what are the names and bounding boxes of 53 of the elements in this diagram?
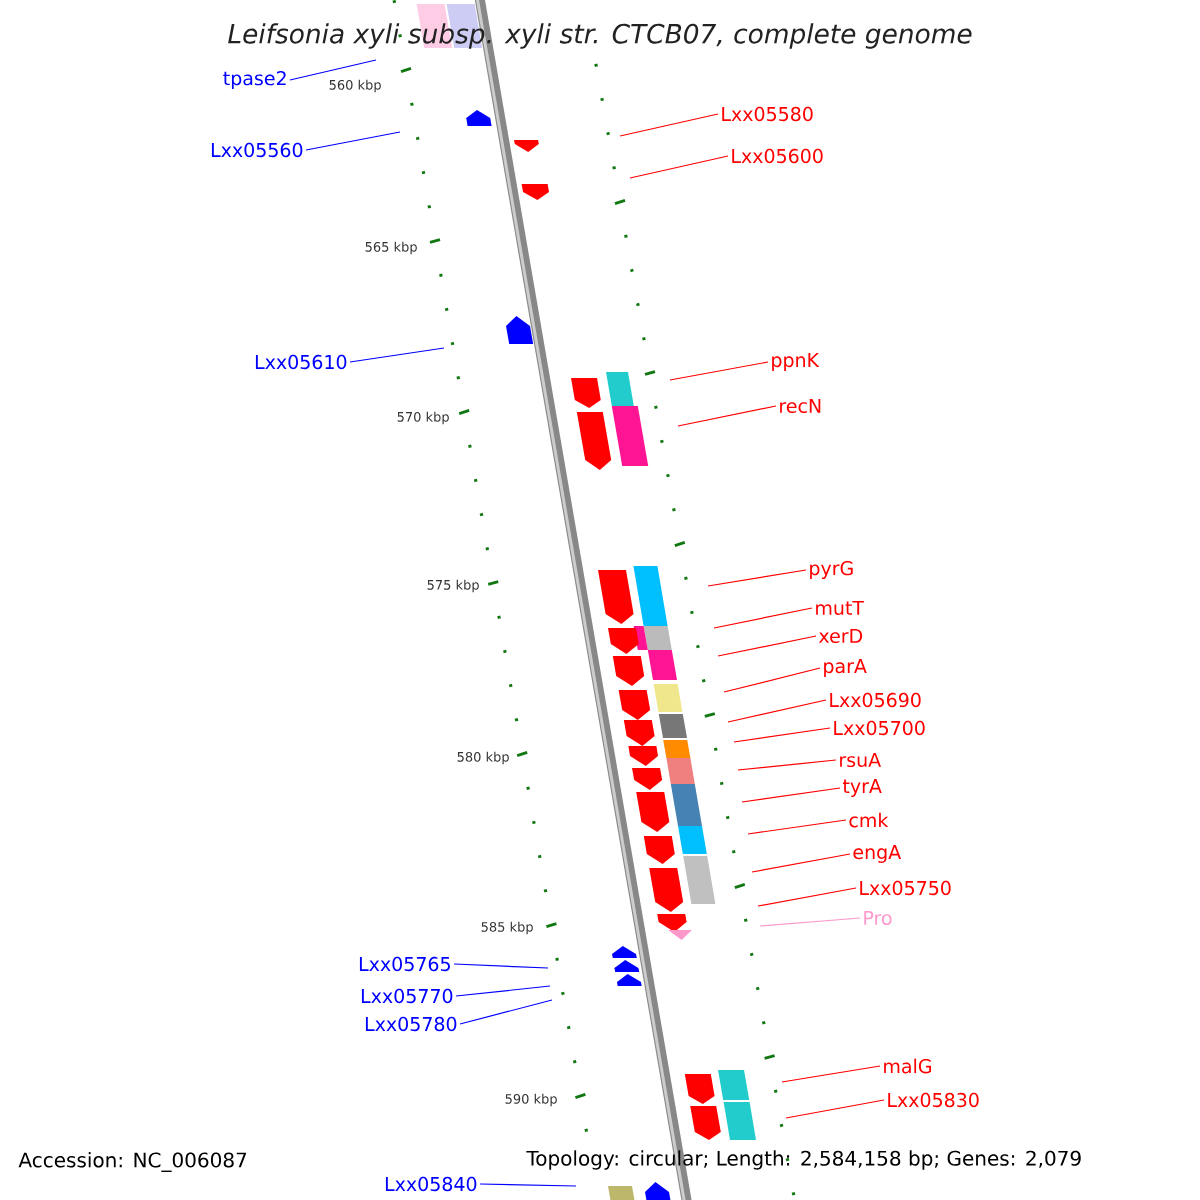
leader-line	[677, 405, 777, 427]
leader-line	[785, 1099, 885, 1119]
leader-line	[455, 985, 551, 997]
gene-label: Lxx05560	[211, 142, 303, 158]
gene-label: mutT	[816, 600, 865, 616]
gene-label: malG	[884, 1058, 931, 1074]
leader-line	[289, 59, 377, 81]
gene-label: recN	[780, 398, 821, 414]
leader-line	[781, 1065, 881, 1083]
gene-label: Lxx05770	[361, 988, 453, 1004]
leader-line	[707, 569, 807, 587]
gene-label: cmk	[849, 812, 889, 828]
gene-label: Lxx05765	[359, 956, 450, 972]
gene-label: Lxx05780	[365, 1016, 457, 1032]
gene-label: rsuA	[840, 752, 881, 768]
leader-line	[459, 999, 553, 1025]
gene-label: Lxx05580	[722, 106, 813, 122]
gene-label: Lxx05840	[385, 1176, 477, 1192]
gene-label: Pro	[864, 910, 892, 926]
leader-line	[757, 887, 857, 907]
gene-label: Lxx05610	[255, 354, 347, 370]
gene-label: Lxx05690	[830, 692, 921, 708]
title: Leifsonia xyli subsp. xyli str. CTCB07, complete genome	[228, 23, 972, 49]
leader-line	[305, 131, 401, 151]
leader-line	[629, 155, 729, 179]
gene-label: tyrA	[842, 779, 882, 797]
accession-note: Accession: NC_006087	[18, 1152, 247, 1172]
gene-label: ppnK	[772, 353, 820, 371]
gene-label: xerD	[818, 628, 863, 644]
gene-label: Lxx05750	[860, 880, 951, 896]
leader-line	[717, 635, 817, 657]
leader-line	[727, 699, 827, 723]
gene-label: Lxx05700	[834, 720, 925, 736]
leader-line	[349, 347, 445, 363]
leader-line	[751, 853, 851, 873]
gene-label: Lxx05830	[888, 1092, 979, 1108]
leader-line	[733, 727, 831, 743]
leader-line	[479, 1183, 577, 1187]
gene-label: tpase2	[223, 70, 286, 90]
leader-line	[453, 963, 549, 969]
gene-label: engA	[853, 845, 902, 863]
leader-line	[723, 667, 821, 693]
leader-line	[759, 917, 861, 927]
leader-line	[741, 787, 841, 803]
leader-line	[713, 607, 813, 629]
leader-line	[747, 819, 847, 835]
genome-info-note: Topology: circular; Length: 2,584,158 bp; Genes: 2,079	[526, 1150, 1081, 1170]
gene-label: pyrG	[810, 560, 853, 580]
leader-line	[619, 113, 719, 137]
gene-label: parA	[824, 659, 867, 677]
leader-line	[669, 361, 769, 381]
leader-line	[737, 759, 837, 771]
gene-label: Lxx05600	[732, 148, 823, 164]
